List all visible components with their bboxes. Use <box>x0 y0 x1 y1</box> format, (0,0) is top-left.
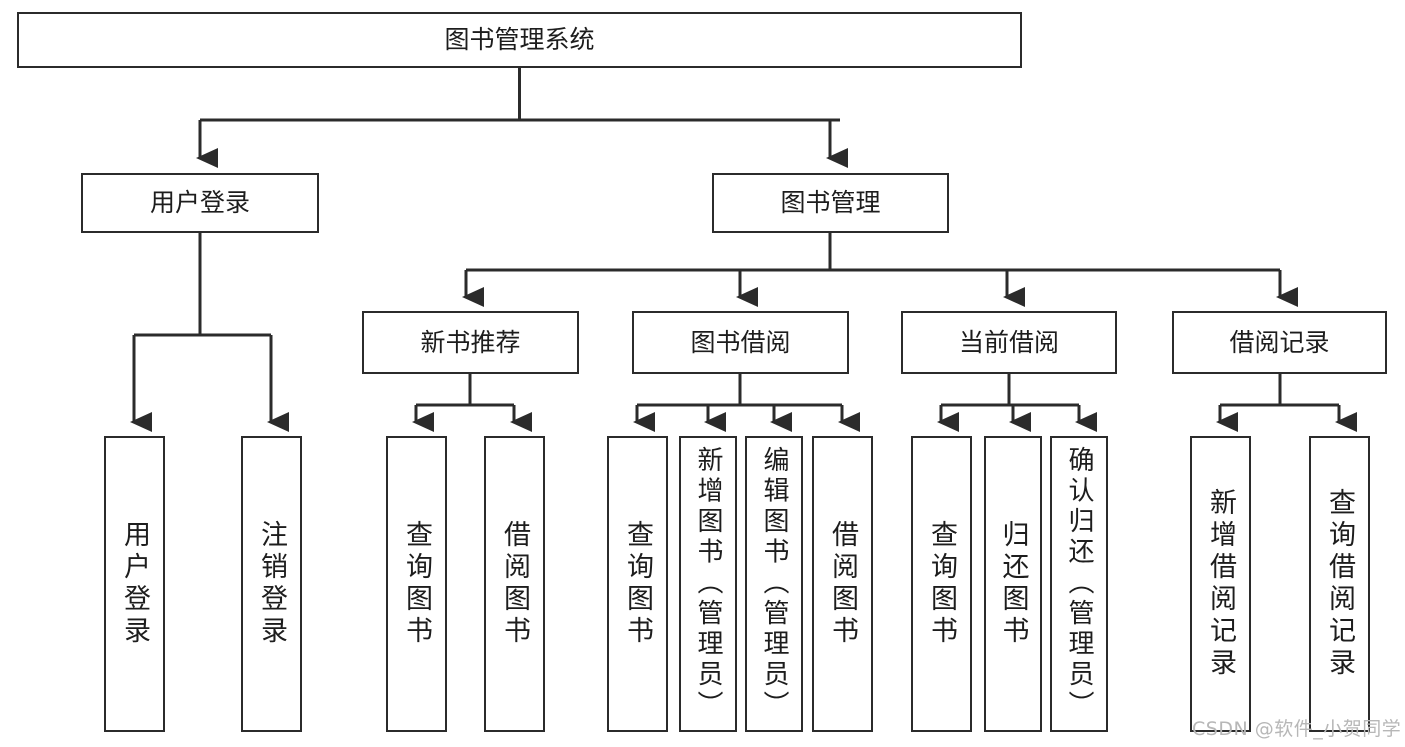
node-label: 当前借阅 <box>958 327 1059 357</box>
node-leaf-5[interactable]: 新增图书（管理员） <box>679 436 737 732</box>
node-label: 新增图书（管理员） <box>693 446 723 722</box>
node-label: 确认归还（管理员） <box>1064 446 1094 722</box>
node-label: 注销登录 <box>256 520 287 648</box>
node-label: 用户登录 <box>149 188 250 218</box>
node-label: 借阅记录 <box>1229 327 1330 357</box>
node-label: 借阅图书 <box>827 520 858 648</box>
node-leaf-10[interactable]: 确认归还（管理员） <box>1050 436 1108 732</box>
node-level3-3[interactable]: 借阅记录 <box>1172 311 1387 374</box>
node-level2-1[interactable]: 图书管理 <box>712 173 949 233</box>
node-label: 查询借阅记录 <box>1324 488 1355 680</box>
node-level3-1[interactable]: 图书借阅 <box>632 311 849 374</box>
node-root[interactable]: 图书管理系统 <box>17 12 1022 68</box>
node-leaf-12[interactable]: 查询借阅记录 <box>1309 436 1370 732</box>
node-label: 图书管理 <box>780 188 881 218</box>
csdn-watermark: CSDN @软件_小贺同学 <box>1192 718 1402 740</box>
node-level3-0[interactable]: 新书推荐 <box>362 311 579 374</box>
node-leaf-7[interactable]: 借阅图书 <box>812 436 873 732</box>
node-leaf-6[interactable]: 编辑图书（管理员） <box>745 436 803 732</box>
node-leaf-1[interactable]: 注销登录 <box>241 436 302 732</box>
node-label: 借阅图书 <box>499 520 530 648</box>
node-level3-2[interactable]: 当前借阅 <box>901 311 1117 374</box>
node-leaf-4[interactable]: 查询图书 <box>607 436 668 732</box>
node-label: 查询图书 <box>926 520 957 648</box>
node-label: 新书推荐 <box>420 327 521 357</box>
node-leaf-3[interactable]: 借阅图书 <box>484 436 545 732</box>
node-leaf-11[interactable]: 新增借阅记录 <box>1190 436 1251 732</box>
node-label: 新增借阅记录 <box>1205 488 1236 680</box>
node-leaf-8[interactable]: 查询图书 <box>911 436 972 732</box>
node-label: 归还图书 <box>997 520 1029 648</box>
node-leaf-2[interactable]: 查询图书 <box>386 436 447 732</box>
node-label: 查询图书 <box>401 520 432 648</box>
node-label: 查询图书 <box>622 520 653 648</box>
node-label: 用户登录 <box>119 520 150 648</box>
node-leaf-9[interactable]: 归还图书 <box>984 436 1042 732</box>
node-label: 编辑图书（管理员） <box>759 446 789 722</box>
node-label: 图书管理系统 <box>444 25 595 55</box>
node-label: 图书借阅 <box>690 327 791 357</box>
node-leaf-0[interactable]: 用户登录 <box>104 436 165 732</box>
node-level2-0[interactable]: 用户登录 <box>81 173 319 233</box>
